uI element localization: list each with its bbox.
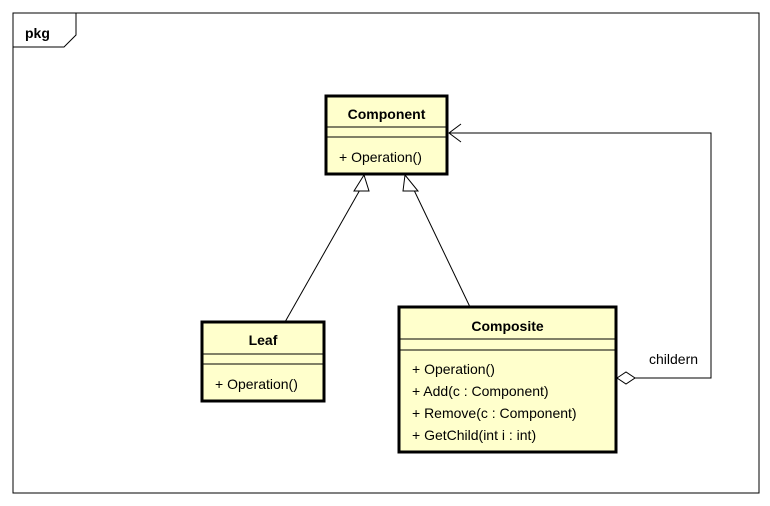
aggregation-line: [449, 132, 712, 379]
composite-operation: + GetChild(int i : int): [412, 427, 536, 443]
aggregation-label: childern: [649, 351, 698, 367]
composite-operation: + Add(c : Component): [412, 383, 549, 399]
leaf-class-name: Leaf: [249, 332, 278, 348]
component-operation: + Operation(): [339, 149, 422, 165]
composite-generalization-arrowhead: [402, 173, 420, 192]
composite-class-name: Composite: [471, 318, 544, 334]
package-label: pkg: [25, 25, 50, 41]
composite-generalization-line: [412, 187, 471, 308]
component-class[interactable]: Component + Operation(): [324, 94, 449, 176]
leaf-generalization-arrowhead: [353, 173, 370, 192]
leaf-operation: + Operation(): [215, 376, 298, 392]
component-class-box: [324, 94, 449, 176]
composite-operation: + Remove(c : Component): [412, 405, 577, 421]
component-class-name: Component: [348, 106, 426, 122]
aggregation-arrowhead: [448, 123, 462, 143]
leaf-class-box: [200, 320, 326, 403]
composite-class-box: [397, 305, 618, 454]
composite-class[interactable]: Composite + Operation() + Add(c : Compon…: [397, 305, 618, 454]
package-frame: [12, 12, 760, 494]
composite-operation: + Operation(): [412, 361, 495, 377]
leaf-generalization-line: [284, 187, 362, 323]
package-tab: [13, 13, 77, 48]
leaf-class[interactable]: Leaf + Operation(): [200, 320, 326, 403]
aggregation-diamond: [616, 371, 636, 385]
